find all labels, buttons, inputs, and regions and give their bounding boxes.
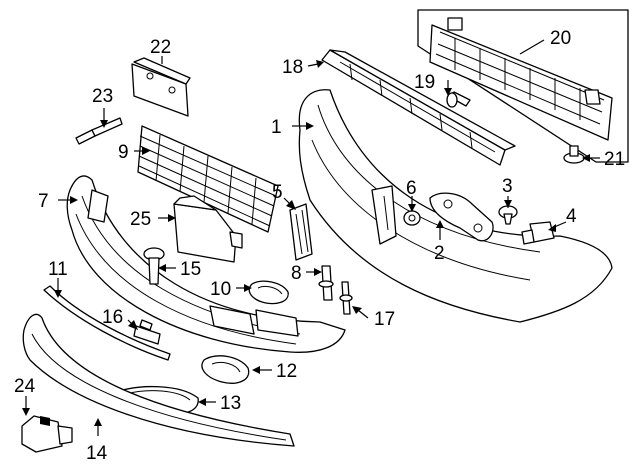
callout-5: 5 [272,182,283,203]
part-12-bezel [201,355,250,384]
part-8-stud [318,265,334,301]
part-14-spoiler [22,313,295,447]
part-24-sensor [21,415,73,453]
part-21-push-pin [563,145,585,164]
part-18-energy-absorber [321,49,516,166]
part-7-lower-panel [66,175,346,353]
part-15-bolt [143,247,165,285]
callout-14: 14 [86,443,108,464]
part-2-bracket [429,192,494,242]
callout-19: 19 [414,72,435,93]
part-1-bumper-cover [298,89,613,323]
callout-10: 10 [210,279,231,300]
part-9-lower-grille [137,125,279,233]
callout-23: 23 [92,86,113,107]
part-16-clip [133,319,161,345]
part-10-fog-cover [248,280,289,305]
callout-15: 15 [180,259,201,280]
part-20-bumper-reinforcement-inset [417,9,629,163]
part-23-bolt [75,117,123,145]
callout-25: 25 [130,209,151,230]
part-6-washer [403,210,421,226]
callout-16: 16 [102,307,123,328]
callout-12: 12 [276,361,297,382]
callout-6: 6 [406,178,417,199]
leader-lines [22,39,600,436]
part-25-sensor-module [173,195,243,263]
part-5-reflector [289,203,313,261]
callout-20: 20 [550,28,571,49]
callout-22: 22 [150,37,171,58]
part-22-license-bracket [131,57,191,117]
part-17-stud [339,281,353,315]
callout-8: 8 [291,263,302,284]
part-3-clip [498,205,518,225]
callout-11: 11 [48,259,68,280]
callout-9: 9 [118,142,129,163]
callout-2: 2 [434,243,445,264]
callout-labels: 1 2 3 4 5 6 7 8 9 10 11 12 13 14 15 16 1… [14,28,625,464]
callout-3: 3 [502,176,513,197]
part-4-retainer [521,221,555,245]
part-19-bolt [446,91,471,108]
callout-7: 7 [38,191,49,212]
callout-4: 4 [566,206,577,227]
callout-17: 17 [374,309,395,330]
callout-24: 24 [14,376,36,397]
callout-1: 1 [271,117,282,138]
callout-21: 21 [604,149,625,170]
callout-13: 13 [220,393,241,414]
callout-18: 18 [282,57,303,78]
